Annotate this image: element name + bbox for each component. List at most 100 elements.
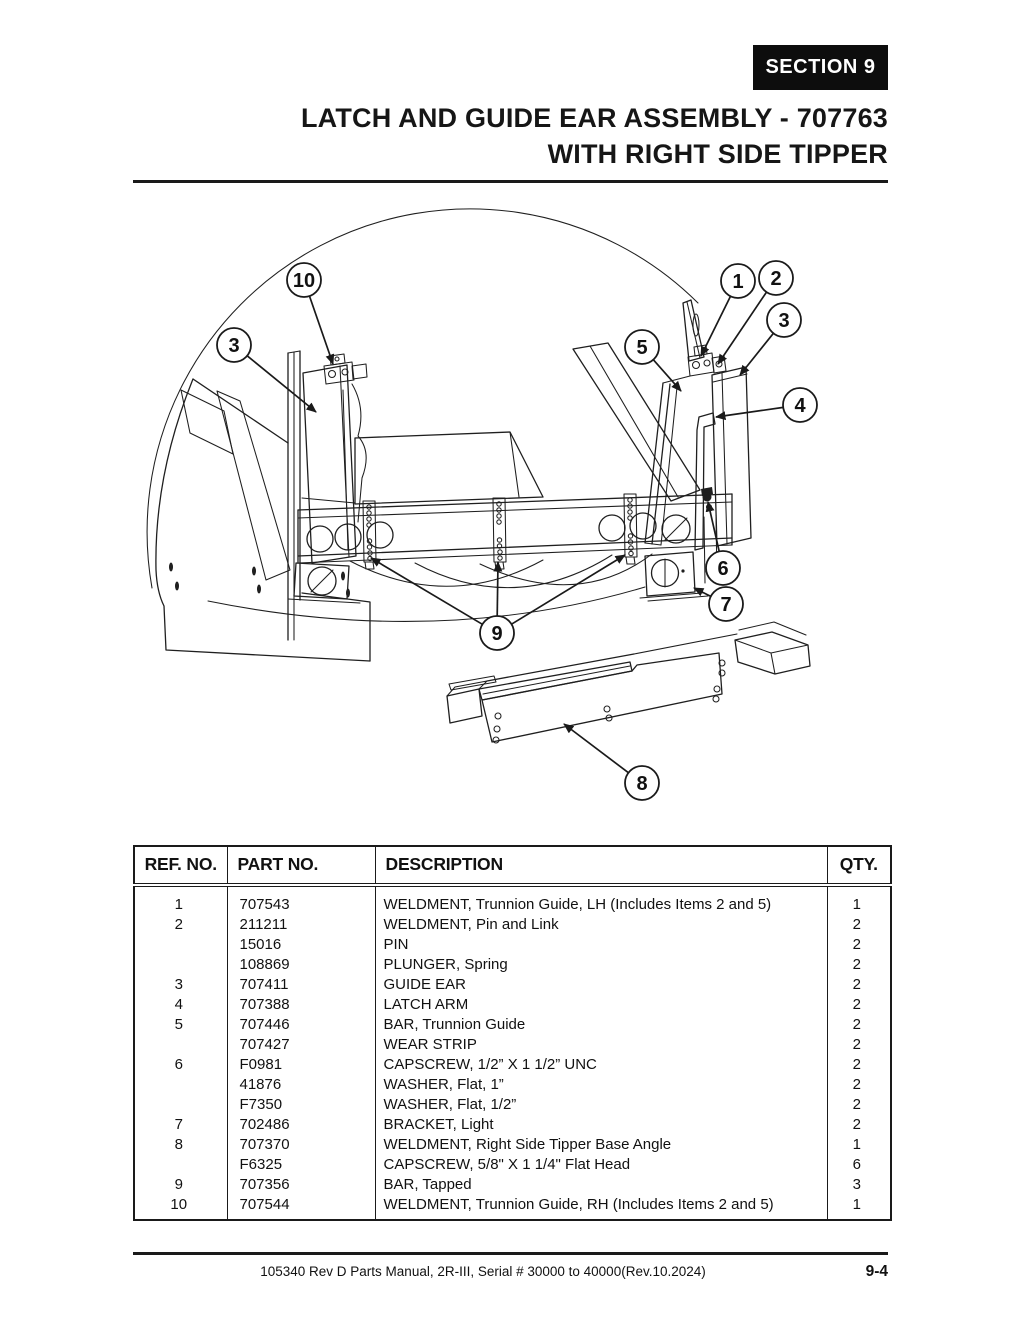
cell-ref bbox=[134, 1154, 227, 1174]
callout-leader-arrow bbox=[308, 295, 335, 365]
col-header-qty: QTY. bbox=[826, 846, 891, 887]
cell-qty: 2 bbox=[826, 1054, 891, 1074]
callout-circle bbox=[479, 615, 515, 651]
cell-ref bbox=[134, 1034, 227, 1054]
callout-circle bbox=[216, 327, 252, 363]
callout-number: 2 bbox=[770, 268, 781, 290]
cell-ref bbox=[134, 1094, 227, 1114]
cell-desc: WEAR STRIP bbox=[374, 1034, 827, 1054]
col-header-ref-no: REF. NO. bbox=[134, 846, 227, 887]
cell-part: 707388 bbox=[226, 994, 375, 1014]
cell-part: 702486 bbox=[226, 1114, 375, 1134]
callout-leader-arrow bbox=[693, 587, 712, 598]
callout-leader-arrow bbox=[717, 291, 768, 365]
cell-part: 707411 bbox=[226, 974, 375, 994]
cell-ref bbox=[134, 934, 227, 954]
footer-divider bbox=[133, 1252, 888, 1255]
callout-2: 2 bbox=[717, 260, 794, 365]
callout-leader-arrow bbox=[652, 359, 682, 392]
cell-qty: 2 bbox=[826, 974, 891, 994]
col-header-description: DESCRIPTION bbox=[374, 846, 827, 887]
callout-leader-arrow bbox=[511, 554, 626, 625]
cell-qty: 2 bbox=[826, 1074, 891, 1094]
cell-ref: 7 bbox=[174, 1115, 183, 1133]
callout-circle bbox=[286, 262, 322, 298]
callout-leader-arrow bbox=[246, 355, 317, 413]
callout-number: 9 bbox=[491, 623, 502, 645]
cell-ref bbox=[134, 1074, 227, 1094]
callout-8: 8 bbox=[563, 723, 660, 801]
callout-leader-arrow bbox=[705, 501, 721, 552]
cell-desc: BAR, Trunnion Guide bbox=[374, 1014, 827, 1034]
cell-qty: 3 bbox=[826, 1174, 891, 1194]
cell-ref: 2 bbox=[174, 915, 183, 933]
cell-ref: 3 bbox=[174, 975, 183, 993]
cell-ref: 4 bbox=[174, 995, 183, 1013]
callout-number: 1 bbox=[732, 271, 743, 293]
callout-number: 4 bbox=[794, 395, 806, 417]
cell-desc: WASHER, Flat, 1” bbox=[374, 1074, 827, 1094]
cell-part: 707356 bbox=[226, 1174, 375, 1194]
callout-3: 3 bbox=[216, 327, 317, 413]
cell-part: F6325 bbox=[226, 1154, 375, 1174]
callout-circle bbox=[708, 586, 744, 622]
cell-qty: 2 bbox=[826, 1094, 891, 1114]
cell-part: 707427 bbox=[226, 1034, 375, 1054]
callout-number: 8 bbox=[636, 773, 647, 795]
cell-desc: CAPSCREW, 5/8" X 1 1/4" Flat Head bbox=[374, 1154, 827, 1174]
cell-qty: 2 bbox=[826, 994, 891, 1014]
cell-part: 108869 bbox=[226, 954, 375, 974]
cell-part: 15016 bbox=[226, 934, 375, 954]
cell-ref: 10 bbox=[170, 1195, 188, 1213]
cell-desc: WELDMENT, Trunnion Guide, RH (Includes I… bbox=[374, 1194, 827, 1220]
callout-7: 7 bbox=[693, 586, 744, 622]
cell-qty: 6 bbox=[826, 1154, 891, 1174]
callout-number: 5 bbox=[636, 337, 647, 359]
callout-3: 3 bbox=[739, 302, 802, 376]
parts-table: REF. NO. PART NO. DESCRIPTION QTY. 1 7075… bbox=[133, 845, 892, 1221]
callout-leader-arrow bbox=[493, 561, 503, 617]
cell-part: 707370 bbox=[226, 1134, 375, 1154]
cell-part: 707446 bbox=[226, 1014, 375, 1034]
callout-number: 6 bbox=[717, 558, 728, 580]
cell-ref: 6 bbox=[174, 1055, 183, 1073]
callout-9: 9 bbox=[370, 554, 626, 651]
cell-desc: WELDMENT, Pin and Link bbox=[374, 914, 827, 934]
cell-desc: WASHER, Flat, 1/2” bbox=[374, 1094, 827, 1114]
cell-qty: 2 bbox=[826, 914, 891, 934]
cell-part: 707543 bbox=[226, 885, 375, 914]
callout-number: 10 bbox=[293, 270, 315, 292]
cell-desc: PIN bbox=[374, 934, 827, 954]
callout-circle bbox=[624, 765, 660, 801]
col-header-part-no: PART NO. bbox=[226, 846, 375, 887]
callout-5: 5 bbox=[624, 329, 682, 392]
callout-circle bbox=[624, 329, 660, 365]
callout-number: 7 bbox=[720, 594, 731, 616]
cell-desc: PLUNGER, Spring bbox=[374, 954, 827, 974]
cell-desc: WELDMENT, Right Side Tipper Base Angle bbox=[374, 1134, 827, 1154]
callout-circle bbox=[758, 260, 794, 296]
cell-desc: BAR, Tapped bbox=[374, 1174, 827, 1194]
callout-circle bbox=[720, 263, 756, 299]
cell-desc: LATCH ARM bbox=[374, 994, 827, 1014]
cell-ref: 1 bbox=[174, 895, 183, 913]
cell-desc: WELDMENT, Trunnion Guide, LH (Includes I… bbox=[374, 885, 827, 914]
cell-qty: 1 bbox=[826, 885, 891, 914]
cell-part: F7350 bbox=[226, 1094, 375, 1114]
title-divider bbox=[133, 180, 888, 183]
page-title-line2: WITH RIGHT SIDE TIPPER bbox=[547, 139, 888, 169]
cell-ref bbox=[134, 954, 227, 974]
cell-desc: GUIDE EAR bbox=[374, 974, 827, 994]
